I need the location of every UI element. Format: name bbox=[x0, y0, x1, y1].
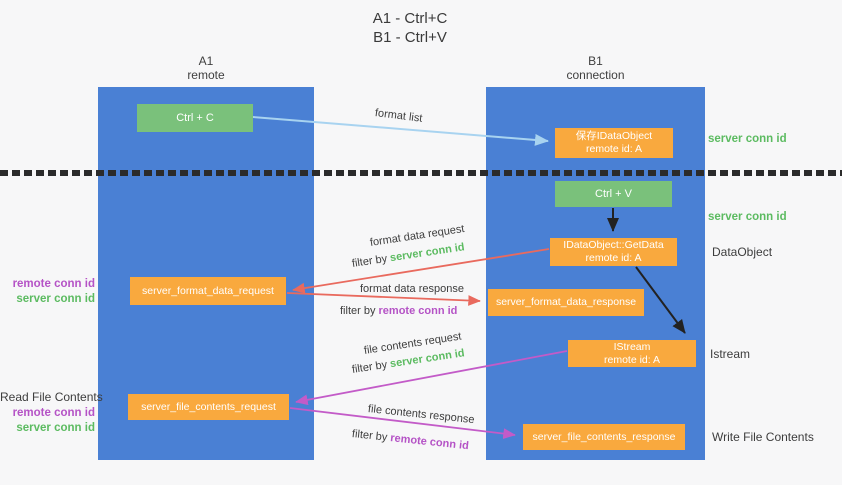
node-ctrl-v-label: Ctrl + V bbox=[595, 187, 632, 200]
left-label-read-file-contents: Read File Contents bbox=[0, 390, 103, 404]
node-server-file-contents-request: server_file_contents_request bbox=[128, 394, 289, 420]
column-header-a1: A1 remote bbox=[98, 54, 314, 82]
left-label-conn-ids-bottom: remote conn id server conn id bbox=[0, 406, 95, 436]
side-label-istream: Istream bbox=[710, 347, 751, 361]
column-b1-role: connection bbox=[566, 68, 625, 82]
left-label-conn-ids-top: remote conn id server conn id bbox=[0, 277, 95, 307]
column-header-b1: B1 connection bbox=[486, 54, 705, 82]
node-istream: IStream remote id: A bbox=[568, 340, 696, 367]
node-save-idataobject: 保存IDataObject remote id: A bbox=[555, 128, 673, 158]
label-filter-by-remote-conn-id-2: filter by remote conn id bbox=[351, 428, 470, 453]
title-line-2: B1 - Ctrl+V bbox=[373, 29, 447, 46]
label-format-list: format list bbox=[374, 107, 424, 125]
left-label-server-conn-id-2: server conn id bbox=[16, 422, 95, 434]
side-label-server-conn-id-top: server conn id bbox=[708, 133, 787, 145]
node-ctrl-v: Ctrl + V bbox=[555, 181, 672, 207]
diagram-title: A1 - Ctrl+C B1 - Ctrl+V bbox=[0, 9, 820, 47]
node-istream-line1: IStream bbox=[613, 340, 651, 353]
label-filter-by-remote-conn-id-1: filter by remote conn id bbox=[340, 305, 458, 317]
node-save-idataobject-line2: remote id: A bbox=[585, 143, 643, 155]
left-label-remote-conn-id-1: remote conn id bbox=[12, 278, 95, 290]
label-file-contents-response: file contents response bbox=[367, 403, 476, 427]
node-server-format-data-response-label: server_format_data_response bbox=[495, 296, 637, 308]
node-idataobject-getdata-line2: remote id: A bbox=[585, 252, 642, 264]
side-label-server-conn-id-mid: server conn id bbox=[708, 211, 787, 223]
column-b1-id: B1 bbox=[588, 54, 603, 68]
column-a1-id: A1 bbox=[198, 54, 214, 68]
node-server-file-contents-response-label: server_file_contents_response bbox=[532, 430, 676, 443]
dashed-divider-line bbox=[0, 170, 842, 176]
node-save-idataobject-line1: 保存IDataObject bbox=[575, 130, 653, 142]
side-label-dataobject: DataObject bbox=[712, 245, 773, 259]
node-idataobject-getdata-line1: IDataObject::GetData bbox=[563, 239, 664, 251]
node-idataobject-getdata: IDataObject::GetData remote id: A bbox=[550, 238, 677, 266]
left-label-remote-conn-id-2: remote conn id bbox=[12, 407, 95, 419]
node-server-format-data-request: server_format_data_request bbox=[130, 277, 286, 305]
node-server-file-contents-response: server_file_contents_response bbox=[523, 424, 685, 450]
label-filter-by-server-conn-id-1: filter by server conn id bbox=[351, 241, 466, 270]
title-line-1: A1 - Ctrl+C bbox=[372, 10, 448, 27]
node-istream-line2: remote id: A bbox=[603, 353, 661, 366]
node-ctrl-c: Ctrl + C bbox=[137, 104, 253, 132]
node-server-file-contents-request-label: server_file_contents_request bbox=[141, 400, 276, 413]
node-server-format-data-response: server_format_data_response bbox=[488, 289, 644, 316]
column-a1-role: remote bbox=[187, 68, 225, 82]
side-label-write-file-contents: Write File Contents bbox=[712, 430, 814, 444]
node-server-format-data-request-label: server_format_data_request bbox=[142, 284, 274, 297]
left-label-server-conn-id-1: server conn id bbox=[16, 293, 95, 305]
node-ctrl-c-label: Ctrl + C bbox=[176, 111, 214, 124]
label-format-data-response: format data response bbox=[360, 283, 464, 295]
